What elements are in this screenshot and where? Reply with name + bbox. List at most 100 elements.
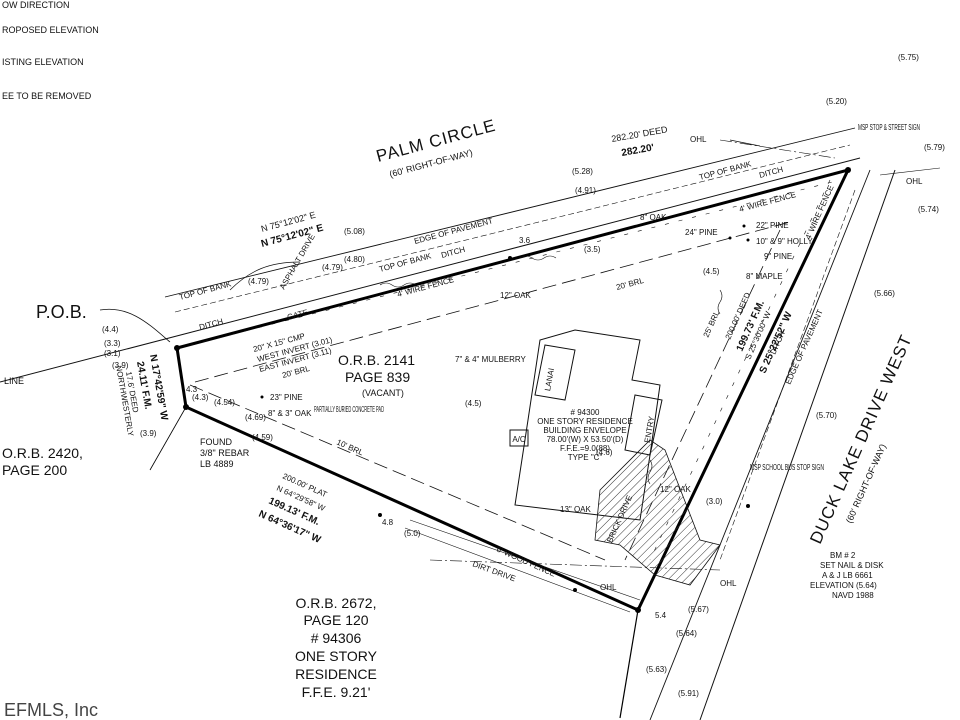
elev-7: (4.4) [102,325,119,334]
neighbor-west-page: PAGE 200 [2,462,67,478]
pad-label: PARTIALLY BURIED CONCRETE PAD [314,405,384,414]
ditch-label-3: DITCH [758,165,784,180]
elev-6: (4.79) [322,263,343,272]
tree-23-pine: 23" PINE [270,393,303,402]
legend-flow: OW DIRECTION [2,0,70,10]
south-line-labels: 200.00' PLAT N 64°29'58" W 199.13' F.M. … [257,472,329,546]
neighbor-south-line-5: RESIDENCE [295,666,377,682]
elev-5: (4.79) [248,277,269,286]
neighbor-south-line-4: ONE STORY [295,648,378,664]
brick-drive [594,439,721,586]
neighbor-west: O.R.B. 2420, PAGE 200 [2,445,83,478]
elev-4: (4.80) [344,255,365,264]
tree-13-oak: 13" OAK [560,505,592,514]
ditch-label: DITCH [198,317,224,332]
elev-26: (5.75) [898,53,919,62]
tree-8-oak: 8" OAK [640,213,667,222]
bm-line-1: BM # 2 [830,551,856,560]
elev-2: (4.91) [575,186,596,195]
north-fm: 282.20' [621,142,655,159]
wire-fence-label-2: 4' WIRE FENCE [738,190,797,214]
elev-29: (3.0) [706,497,723,506]
top-bank-label-3: TOP OF BANK [378,251,433,274]
elev-1: (5.28) [572,167,593,176]
elevation-labels: (5.28) (4.91) (5.08) (4.80) (4.79) (4.79… [102,53,945,698]
gate-label: GATE [286,308,309,322]
bm-line-3: A & J LB 6661 [822,571,873,580]
legend-tree: EE TO BE REMOVED [2,91,92,101]
elev-16: (4.6) [596,448,613,457]
tree-24-pine: 24" PINE [685,228,718,237]
ohl-label: OHL [690,135,707,144]
north-deed: 282.20' DEED [611,124,669,144]
elev-17: (5.0) [404,529,421,538]
tree-9-pine: 9" PINE [764,252,792,261]
ditch-label-2: DITCH [440,245,466,260]
elev-33: 5.4 [655,611,667,620]
neighbor-south-line-3: # 94306 [311,630,362,646]
legend-proposed: ROPOSED ELEVATION [2,25,99,35]
residence-line-3: BUILDING ENVELOPE [543,426,626,435]
elev-35: 4.3 [186,385,198,394]
elev-20: (5.67) [688,605,709,614]
elev-10: (3.9) [112,361,129,370]
tree-mulberry: 7" & 4" MULBERRY [455,355,527,364]
brl10-label: 10' BRL [335,438,365,458]
brl20-label: 20' BRL [615,276,645,292]
tree-8-3-oak: 8" & 3" OAK [268,409,312,418]
parcel-status: (VACANT) [362,388,404,398]
elev-28: (3.9) [140,429,157,438]
road-name-duck: DUCK LAKE DRIVE WEST (60' RIGHT-OF-WAY) [806,332,916,547]
bm-line-5: NAVD 1988 [832,591,874,600]
ac-label: A/C [512,435,526,444]
tree-holly: 10" & 9" HOLLY [756,237,813,246]
elev-11: (4.3) [192,393,209,402]
residence-line-2: ONE STORY RESIDENCE [537,417,633,426]
duck-lake-label: DUCK LAKE DRIVE WEST [806,332,916,547]
msp-bus-label: MSP SCHOOL BUS STOP SIGN [750,463,824,472]
parcel-label: O.R.B. 2141 PAGE 839 (VACANT) [338,352,415,398]
bm-line-4: ELEVATION (5.64) [810,581,877,590]
neighbor-south-line-2: PAGE 120 [303,612,368,628]
tree-12-oak-2: 12" OAK [660,485,692,494]
ohl-label-2: OHL [906,177,923,186]
point-markers [174,167,851,613]
parcel-page: PAGE 839 [345,369,410,385]
watermark: EFMLS, Inc [4,700,98,720]
entry-label: ENTRY [643,415,657,444]
tree-labels: 23" PINE 8" & 3" OAK 7" & 4" MULBERRY 12… [268,213,813,514]
elev-31: (4.5) [703,267,720,276]
elev-27: (5.20) [826,97,847,106]
elev-21: (5.64) [676,629,697,638]
elev-34: 3.6 [519,236,531,245]
ohl-label-4: OHL [720,579,737,588]
elev-24: (5.74) [918,205,939,214]
found-label: FOUND [200,437,232,447]
residence-line-4: 78.00'(W) X 53.50'(D) [547,435,624,444]
ohl-label-3: OHL [600,583,617,592]
neighbor-south-line-1: O.R.B. 2672, [296,595,377,611]
line-label: LINE [4,376,24,386]
pob-label: P.O.B. [36,302,87,322]
elev-18: (5.70) [816,411,837,420]
tree-maple: 8" MAPLE [746,272,783,281]
elev-9: (3.1) [104,349,121,358]
edge-pavement-label: EDGE OF PAVEMENT [413,216,494,246]
legend: OW DIRECTION ROPOSED ELEVATION ISTING EL… [2,0,99,101]
elev-15: (4.5) [465,399,482,408]
elev-19: (5.63) [646,665,667,674]
residence-line-5: F.F.E.=9.0(88) [560,444,610,453]
msp-stop-label: MSP STOP & STREET SIGN [858,123,920,132]
elev-30: (3.5) [584,245,601,254]
parcel-orb: O.R.B. 2141 [338,352,415,368]
tree-12-oak: 12" OAK [500,291,532,300]
neighbor-south-line-6: F.F.E. 9.21' [302,684,371,700]
elev-3: (5.08) [344,227,365,236]
elev-23: (5.79) [924,143,945,152]
lb-label: LB 4889 [200,459,234,469]
elev-8: (3.3) [104,339,121,348]
bm-line-2: SET NAIL & DISK [820,561,884,570]
elev-25: (5.66) [874,289,895,298]
top-bank-label: TOP OF BANK [178,279,233,302]
